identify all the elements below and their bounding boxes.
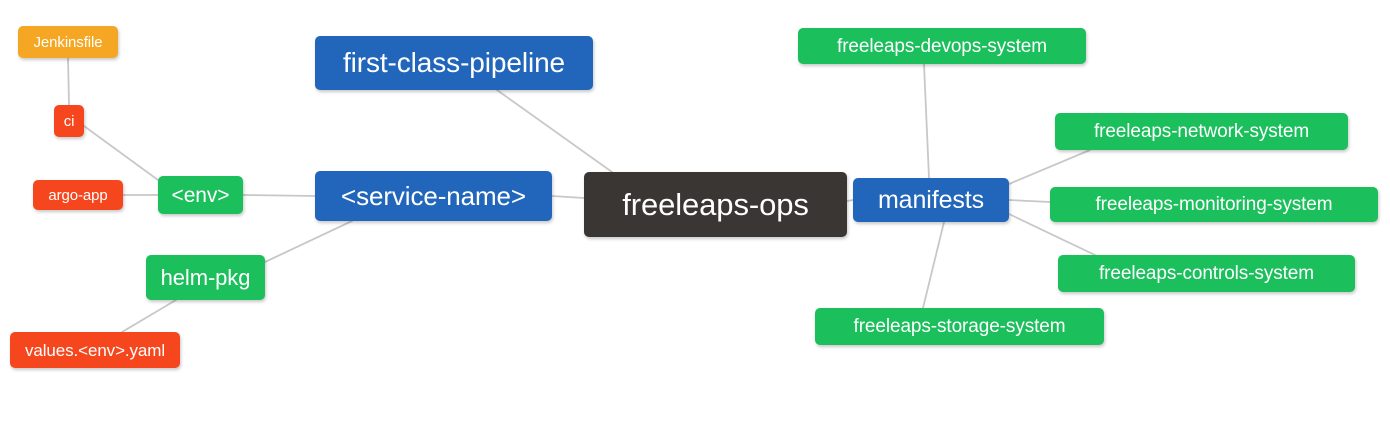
edge-pipeline-to-root	[496, 89, 613, 173]
node-label-devops-sys: freeleaps-devops-system	[837, 35, 1047, 57]
node-label-service-name: <service-name>	[340, 181, 527, 211]
node-env[interactable]: <env>	[158, 176, 243, 214]
node-network-sys[interactable]: freeleaps-network-system	[1055, 113, 1348, 150]
edge-manifests-to-network-sys	[1008, 149, 1091, 185]
node-label-ci: ci	[63, 112, 75, 130]
node-monitor-sys[interactable]: freeleaps-monitoring-system	[1050, 187, 1378, 222]
node-label-env: <env>	[171, 183, 230, 207]
edge-manifests-to-devops-sys	[923, 63, 930, 179]
node-devops-sys[interactable]: freeleaps-devops-system	[798, 28, 1086, 64]
node-jenkinsfile[interactable]: Jenkinsfile	[18, 26, 118, 58]
node-manifests[interactable]: manifests	[853, 178, 1009, 222]
node-helm-pkg[interactable]: helm-pkg	[146, 255, 265, 300]
node-label-root: freeleaps-ops	[622, 187, 809, 222]
edge-manifests-to-monitor-sys	[1008, 199, 1051, 203]
node-ci[interactable]: ci	[54, 105, 84, 137]
edge-values-yaml-to-helm-pkg	[121, 299, 177, 333]
node-label-values-yaml: values.<env>.yaml	[24, 340, 166, 360]
edge-ci-to-env	[83, 125, 159, 181]
node-values-yaml[interactable]: values.<env>.yaml	[10, 332, 180, 368]
node-label-storage-sys: freeleaps-storage-system	[853, 316, 1066, 337]
node-storage-sys[interactable]: freeleaps-storage-system	[815, 308, 1104, 345]
edge-env-to-service-name	[242, 194, 316, 197]
node-label-network-sys: freeleaps-network-system	[1093, 121, 1310, 142]
node-label-manifests: manifests	[877, 185, 985, 214]
node-label-pipeline: first-class-pipeline	[342, 47, 566, 78]
edge-helm-pkg-to-service-name	[264, 220, 353, 263]
edge-jenkinsfile-to-ci	[67, 57, 70, 106]
node-label-monitor-sys: freeleaps-monitoring-system	[1095, 194, 1333, 215]
node-controls-sys[interactable]: freeleaps-controls-system	[1058, 255, 1355, 292]
node-label-controls-sys: freeleaps-controls-system	[1098, 263, 1315, 284]
node-service-name[interactable]: <service-name>	[315, 171, 552, 221]
edge-service-name-to-root	[551, 195, 585, 199]
node-label-helm-pkg: helm-pkg	[160, 264, 251, 290]
node-argo-app[interactable]: argo-app	[33, 180, 123, 210]
node-root[interactable]: freeleaps-ops	[584, 172, 847, 237]
node-label-argo-app: argo-app	[48, 186, 108, 204]
edge-manifests-to-storage-sys	[922, 221, 945, 309]
node-label-jenkinsfile: Jenkinsfile	[33, 33, 103, 51]
node-pipeline[interactable]: first-class-pipeline	[315, 36, 593, 90]
